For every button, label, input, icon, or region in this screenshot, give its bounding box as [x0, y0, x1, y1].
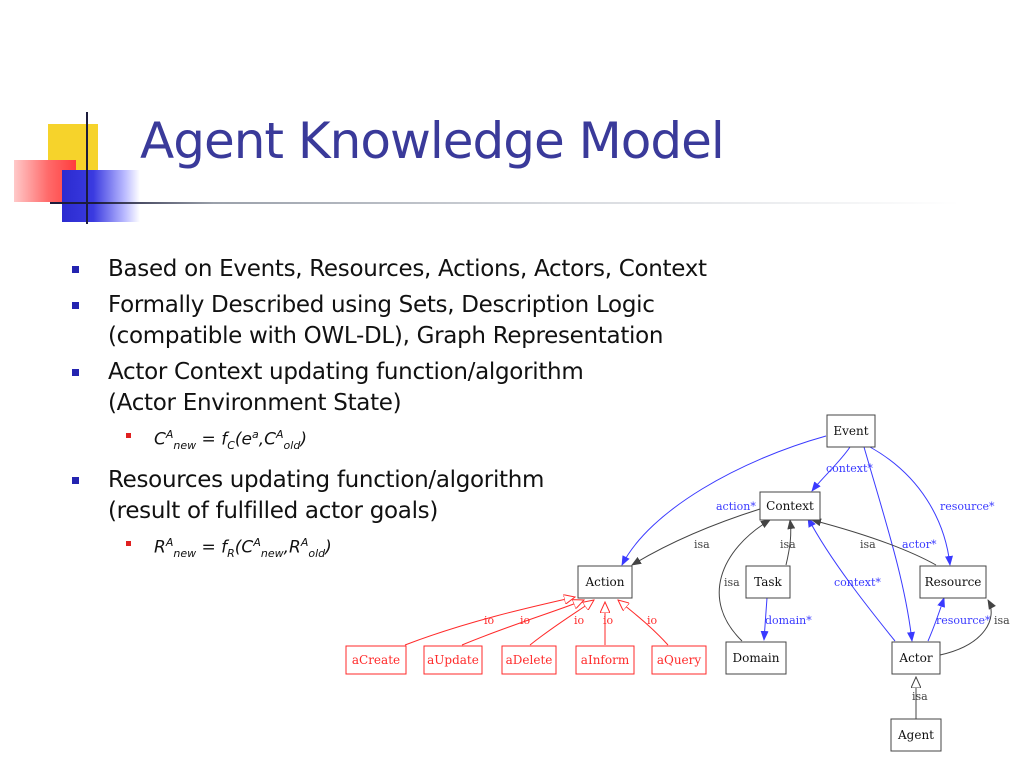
edge-context-action	[631, 508, 761, 566]
blue-square	[62, 170, 140, 222]
edge-resource-context	[811, 518, 937, 566]
bullet-line: Resources updating function/algorithm	[108, 467, 545, 494]
edge-task-context	[785, 519, 796, 566]
node-task-label: Task	[754, 575, 782, 589]
node-agent	[890, 718, 942, 752]
node-acreate-label: aCreate	[352, 653, 400, 667]
node-domain	[725, 641, 787, 675]
bullet-list: Based on Events, Resources, Actions, Act…	[72, 254, 832, 573]
node-aupdate-label: aUpdate	[427, 653, 479, 667]
label-io-acreate: io	[484, 614, 495, 627]
label-isa-resource: isa	[860, 538, 876, 551]
edge-event-actor	[863, 446, 915, 642]
title-decoration	[0, 0, 140, 240]
node-action	[577, 565, 633, 599]
diagram-nodes: Event Context Action Task Resource Domai…	[345, 414, 987, 752]
node-acreate	[345, 645, 407, 675]
label-isa-domain: isa	[724, 576, 740, 589]
node-actor	[891, 641, 941, 675]
edge-domain-context	[718, 519, 771, 642]
edge-event-context	[811, 446, 851, 492]
bullet-icon	[72, 302, 79, 309]
edge-event-resource	[869, 446, 953, 566]
title-underline	[50, 202, 960, 204]
label-context-star: context*	[826, 462, 873, 475]
edge-aupdate-action	[461, 600, 584, 646]
edge-aquery-action	[618, 600, 669, 646]
edge-task-domain	[760, 597, 769, 641]
node-resource-label: Resource	[925, 575, 982, 589]
label-context-star-2: context*	[834, 576, 881, 589]
edge-adelete-action	[529, 600, 594, 646]
label-resource-star: resource*	[940, 500, 995, 513]
bullet-item: Resources updating function/algorithm (r…	[72, 465, 832, 527]
sub-bullet-icon	[126, 541, 131, 547]
label-domain-star: domain*	[765, 614, 812, 627]
label-io-aupdate: io	[520, 614, 531, 627]
node-event-label: Event	[833, 424, 868, 438]
sub-bullet-formula: RAnew = fR(CAnew,RAold)	[72, 532, 832, 565]
label-isa-task: isa	[780, 538, 796, 551]
node-adelete-label: aDelete	[506, 653, 553, 667]
edge-actor-context	[807, 517, 896, 642]
edge-labels: context* action* resource* actor* contex…	[484, 462, 1010, 703]
node-event	[826, 414, 876, 448]
edge-acreate-action	[404, 597, 575, 646]
bullet-line: Based on Events, Resources, Actions, Act…	[108, 256, 707, 282]
node-domain-label: Domain	[733, 651, 780, 665]
bullet-line: Formally Described using Sets, Descripti…	[108, 292, 655, 318]
node-resource	[919, 565, 987, 599]
node-context	[759, 491, 821, 521]
black-edges	[631, 508, 996, 719]
label-action-star: action*	[716, 500, 756, 513]
label-actor-star: actor*	[902, 538, 937, 551]
slide-title: Agent Knowledge Model	[140, 112, 725, 170]
node-actor-label: Actor	[898, 651, 932, 665]
bullet-icon	[72, 266, 79, 273]
bullet-item: Actor Context updating function/algorith…	[72, 357, 832, 419]
node-context-label: Context	[766, 499, 814, 513]
sub-bullet-formula: CAnew = fC(ea,CAold)	[72, 424, 832, 457]
node-ainform-label: aInform	[581, 653, 630, 667]
node-adelete	[501, 645, 557, 675]
bullet-item: Based on Events, Resources, Actions, Act…	[72, 254, 832, 285]
node-action-label: Action	[585, 575, 625, 589]
label-isa-action: isa	[694, 538, 710, 551]
bullet-icon	[72, 369, 79, 376]
node-aquery-label: aQuery	[657, 653, 702, 667]
edge-actor-resource-isa	[939, 599, 996, 656]
label-io-ainform: io	[603, 614, 614, 627]
sub-bullet-icon	[126, 433, 131, 438]
bullet-line: (result of fulfilled actor goals)	[108, 498, 439, 525]
node-aupdate	[423, 645, 483, 675]
label-isa-actor: isa	[994, 614, 1010, 627]
bullet-line: Actor Context updating function/algorith…	[108, 359, 584, 385]
label-resource-star-2: resource*	[936, 614, 991, 627]
node-agent-label: Agent	[897, 728, 934, 742]
label-io-adelete: io	[574, 614, 585, 627]
bullet-line: (Actor Environment State)	[108, 390, 402, 416]
bullet-icon	[72, 477, 79, 485]
bullet-item: Formally Described using Sets, Descripti…	[72, 290, 832, 352]
edge-event-action	[621, 435, 827, 566]
red-edges	[404, 597, 669, 646]
node-task	[745, 565, 791, 599]
edge-actor-resource	[927, 597, 945, 642]
label-isa-agent: isa	[912, 690, 928, 703]
blue-edges	[621, 435, 953, 642]
label-io-aquery: io	[647, 614, 658, 627]
node-ainform	[575, 645, 635, 675]
node-aquery	[651, 645, 707, 675]
vertical-rule	[86, 112, 88, 224]
bullet-line: (compatible with OWL-DL), Graph Represen…	[108, 323, 664, 349]
